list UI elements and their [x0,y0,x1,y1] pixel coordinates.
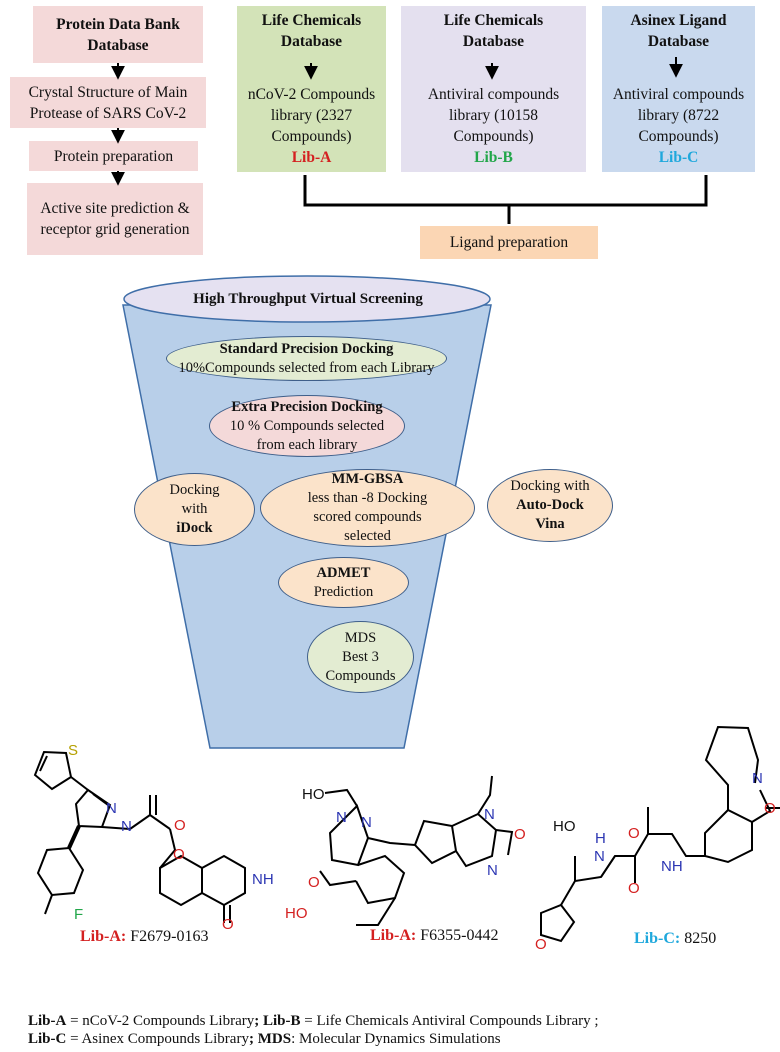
molecule-1-id: F2679-0163 [130,928,209,945]
atom-nh2: NH [661,858,683,875]
atom-n1: N [106,800,117,817]
molecule-3-caption: Lib-C: 8250 [634,930,716,948]
atom-ho1: HO [302,786,325,803]
legend-lib-b: Lib-B [263,1013,301,1029]
legend-line-1: Lib-A = nCoV-2 Compounds Library; Lib-B … [28,1010,599,1032]
molecule-3 [540,725,780,943]
idock-pre: Docking with [169,482,220,517]
atom-n6: N [487,862,498,879]
molecule-2-lib: Lib-A: [370,927,417,944]
lib-b-db-title: Life Chemicals Database [443,12,544,50]
atom-ho3: HO [553,818,576,835]
crystal-structure-text: Crystal Structure of Main Protease of SA… [28,83,188,122]
protein-prep-box: Protein preparation [29,141,198,171]
lib-b-body: Antiviral compounds library (10158 Compo… [427,86,560,145]
legend-mds: MDS [257,1031,292,1047]
legend-mds-def: : Molecular Dynamics Simulations [291,1031,501,1047]
atom-n7: N [594,848,605,865]
xp-body: 10 % Compounds selected from each librar… [229,417,385,453]
legend-lib-c: Lib-C [28,1031,67,1047]
atom-h: H [595,830,606,847]
atom-o2: O [173,846,185,863]
ligand-prep-text: Ligand preparation [449,234,569,251]
mmgbsa-body: less than -8 Docking scored compounds se… [307,490,428,544]
lib-a-box: Life Chemicals Database nCoV-2 Compounds… [237,6,386,172]
atom-o7: O [628,880,640,897]
atom-s: S [68,742,79,759]
xp-docking-ellipse: Extra Precision Docking 10 % Compounds s… [209,395,405,457]
legend-lib-b-def: = Life Chemicals Antiviral Compounds Lib… [300,1013,599,1029]
sp-title: Standard Precision Docking [219,340,394,357]
lib-c-db-title: Asinex Ligand Database [630,12,727,50]
admet-body: Prediction [313,583,374,600]
atom-f: F [74,906,84,923]
legend-sep-1: ; [254,1013,260,1029]
idock-ellipse: Docking with iDock [134,473,255,546]
legend-lib-a: Lib-A [28,1013,67,1029]
atom-n4: N [361,814,372,831]
admet-ellipse: ADMET Prediction [278,557,409,608]
funnel-title: High Throughput Virtual Screening [193,290,423,307]
legend-sep-2: ; [248,1031,254,1047]
atom-n5: N [484,806,495,823]
legend-lib-a-def: = nCoV-2 Compounds Library [66,1013,255,1029]
lib-b-box: Life Chemicals Database Antiviral compou… [401,6,586,172]
idock-name: iDock [176,520,213,536]
molecule-2-caption: Lib-A: F6355-0442 [370,927,498,945]
legend-lib-c-def: = Asinex Compounds Library [66,1031,249,1047]
admet-title: ADMET [316,564,371,581]
atom-o1: O [174,817,186,834]
molecule-3-id: 8250 [684,930,717,947]
molecule-1-lib: Lib-A: [80,928,127,945]
mds-ellipse: MDS Best 3 Compounds [307,621,414,693]
atom-n2: N [121,818,132,835]
protein-prep-text: Protein preparation [53,147,174,165]
molecule-1 [33,750,246,923]
mmgbsa-ellipse: MM-GBSA less than -8 Docking scored comp… [260,469,475,547]
sp-docking-ellipse: Standard Precision Docking 10%Compounds … [166,336,447,381]
mds-l2: Best 3 [342,648,379,665]
lib-a-db-title: Life Chemicals Database [261,12,362,50]
lib-b-tag: Lib-B [474,149,513,166]
molecule-2-id: F6355-0442 [420,927,499,944]
atom-o5: O [308,874,320,891]
lib-c-tag: Lib-C [658,149,699,166]
atom-o6: O [628,825,640,842]
atom-n3: N [336,809,347,826]
active-site-text: Active site prediction & receptor grid g… [40,200,190,238]
molecule-2 [319,775,514,926]
mds-l3: Compounds [325,667,396,684]
mds-l1: MDS [344,629,377,646]
active-site-box: Active site prediction & receptor grid g… [27,183,203,255]
molecule-1-caption: Lib-A: F2679-0163 [80,928,208,946]
sp-body: 10%Compounds selected from each Library [178,359,435,376]
lib-a-body: nCoV-2 Compounds library (2327 Compounds… [247,86,376,145]
merge-bracket [303,175,708,224]
legend-line-2: Lib-C = Asinex Compounds Library; MDS: M… [28,1028,501,1050]
mmgbsa-title: MM-GBSA [331,471,404,487]
atom-ho2: HO [285,905,308,922]
crystal-structure-box: Crystal Structure of Main Protease of SA… [10,77,206,128]
atom-o4: O [514,826,526,843]
atom-nh1: NH [252,871,274,888]
molecule-3-lib: Lib-C: [634,930,681,947]
atom-o9: O [535,936,547,953]
ligand-prep-box: Ligand preparation [420,226,598,259]
pdb-title: Protein Data Bank Database [56,15,180,54]
lib-c-box: Asinex Ligand Database Antiviral compoun… [602,6,755,172]
pdb-box: Protein Data Bank Database [33,6,203,63]
vina-pre: Docking with [510,478,590,494]
atom-o3: O [222,916,234,933]
lib-a-tag: Lib-A [291,149,332,166]
xp-title: Extra Precision Docking [231,398,383,415]
vina-name: Auto-Dock Vina [516,497,584,532]
vina-ellipse: Docking with Auto-Dock Vina [487,469,613,542]
atom-o8: O [764,800,776,817]
lib-c-body: Antiviral compounds library (8722 Compou… [612,86,745,145]
atom-n8: N [752,770,763,787]
